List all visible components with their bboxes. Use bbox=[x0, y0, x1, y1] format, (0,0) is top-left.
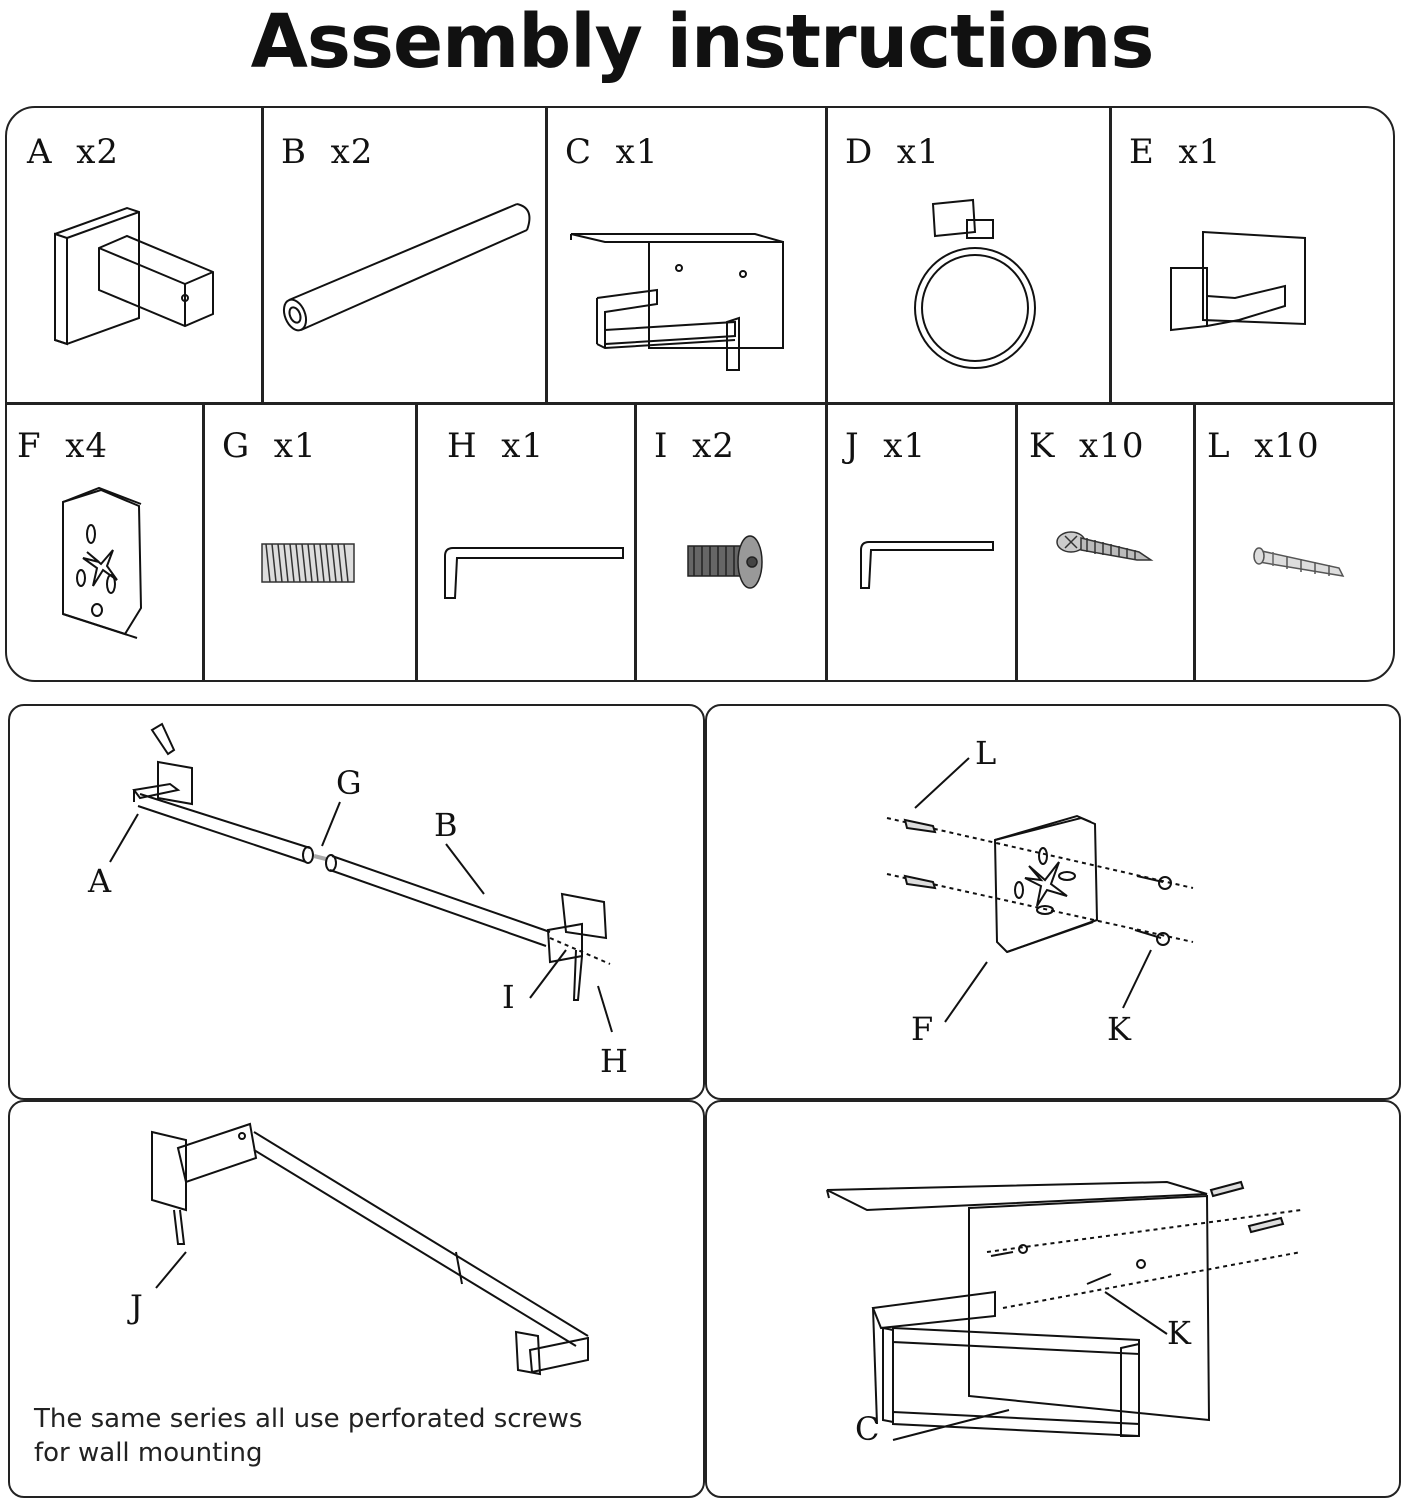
grid-divider bbox=[825, 402, 828, 680]
part-a-label: A x2 bbox=[27, 132, 119, 172]
callout-k: K bbox=[1167, 1314, 1191, 1352]
grid-divider bbox=[634, 402, 637, 680]
callout-g: G bbox=[336, 764, 362, 802]
step-3-tighten-bar: J The same series all use perforated scr… bbox=[8, 1100, 705, 1498]
towel-bar-tighten-drawing bbox=[151, 1122, 589, 1376]
grid-divider bbox=[825, 108, 828, 402]
part-e-label: E x1 bbox=[1129, 132, 1222, 172]
part-c-label: C x1 bbox=[565, 132, 659, 172]
part-a: A x2 bbox=[7, 108, 261, 402]
grid-divider bbox=[261, 108, 264, 402]
pencil-icon bbox=[150, 722, 176, 756]
part-g: G x1 bbox=[202, 402, 415, 680]
part-h-label: H x1 bbox=[447, 426, 545, 466]
part-l: L x10 bbox=[1193, 402, 1393, 680]
plate-mounting-drawing bbox=[886, 757, 1194, 1023]
callout-h: H bbox=[600, 1042, 628, 1080]
callout-j: J bbox=[130, 1288, 143, 1326]
set-screw-icon bbox=[687, 535, 763, 589]
part-h: H x1 bbox=[415, 402, 634, 680]
part-g-label: G x1 bbox=[222, 426, 317, 466]
part-f-label: F x4 bbox=[17, 426, 109, 466]
callout-a: A bbox=[88, 862, 112, 900]
paper-holder-shelf-icon bbox=[570, 233, 784, 371]
robe-hook-icon bbox=[1170, 230, 1306, 332]
callout-k: K bbox=[1107, 1010, 1131, 1048]
wall-anchor-icon bbox=[1253, 547, 1345, 577]
small-allen-key-icon bbox=[860, 541, 994, 589]
callout-f: F bbox=[911, 1010, 934, 1048]
part-j-label: J x1 bbox=[845, 426, 927, 466]
part-b: B x2 bbox=[261, 108, 545, 402]
wood-screw-icon bbox=[1056, 531, 1154, 561]
grid-divider bbox=[1109, 108, 1112, 402]
part-c: C x1 bbox=[545, 108, 825, 402]
part-d: D x1 bbox=[825, 108, 1109, 402]
part-f: F x4 bbox=[7, 402, 202, 680]
part-k-label: K x10 bbox=[1029, 426, 1145, 466]
parts-list: A x2 B x2 bbox=[5, 106, 1395, 682]
towel-rod-icon bbox=[282, 203, 531, 332]
towel-bar-assembly-drawing bbox=[109, 722, 613, 1033]
part-i-label: I x2 bbox=[654, 426, 735, 466]
towel-ring-icon bbox=[914, 198, 1036, 369]
step-4-holder-mounting: K C bbox=[705, 1100, 1401, 1498]
grid-divider bbox=[545, 108, 548, 402]
step-2-plate-mounting: L F K bbox=[705, 704, 1401, 1100]
paper-holder-mounting-drawing bbox=[826, 1180, 1302, 1441]
grid-divider bbox=[415, 402, 418, 680]
large-allen-key-icon bbox=[444, 547, 624, 599]
grid-divider bbox=[7, 402, 1393, 405]
callout-c: C bbox=[855, 1410, 880, 1448]
part-k: K x10 bbox=[1015, 402, 1193, 680]
step-1-rod-assembly: A G B I H bbox=[8, 704, 705, 1100]
part-l-label: L x10 bbox=[1207, 426, 1320, 466]
grid-divider bbox=[202, 402, 205, 680]
wall-mount-post-icon bbox=[54, 206, 214, 346]
part-e: E x1 bbox=[1109, 108, 1393, 402]
part-i: I x2 bbox=[634, 402, 825, 680]
part-d-label: D x1 bbox=[845, 132, 940, 172]
callout-i: I bbox=[502, 978, 515, 1016]
mounting-plate-icon bbox=[62, 486, 143, 639]
mounting-note: The same series all use perforated screw… bbox=[34, 1404, 583, 1468]
page-title: Assembly instructions bbox=[250, 0, 1155, 85]
part-j: J x1 bbox=[825, 402, 1015, 680]
callout-b: B bbox=[434, 806, 458, 844]
threaded-connector-icon bbox=[261, 543, 355, 583]
grid-divider bbox=[1193, 402, 1196, 680]
callout-l: L bbox=[975, 734, 997, 772]
grid-divider bbox=[1015, 402, 1018, 680]
part-b-label: B x2 bbox=[281, 132, 374, 172]
